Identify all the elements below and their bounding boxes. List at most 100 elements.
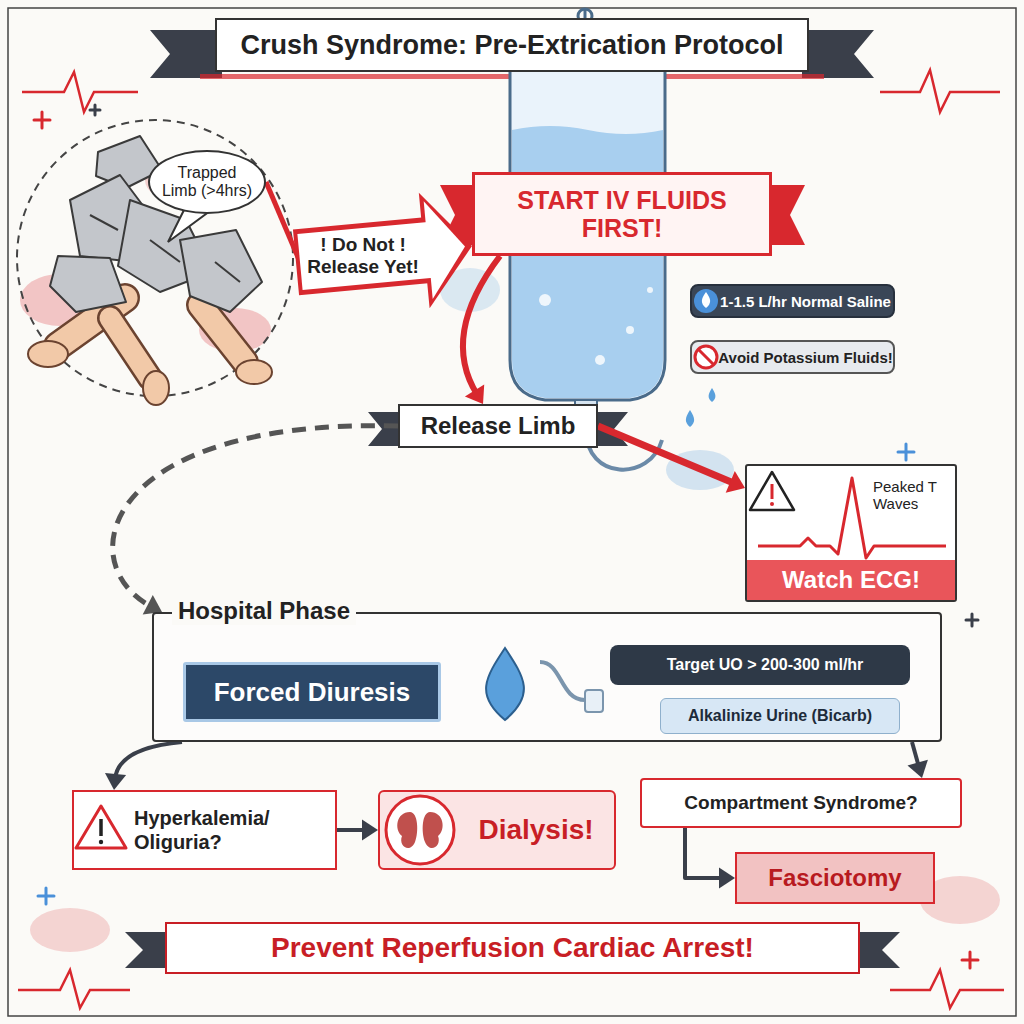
ribbon-tails <box>858 932 900 968</box>
plus-mark <box>90 105 100 115</box>
iv-bag <box>595 355 605 365</box>
connector-line <box>113 426 398 607</box>
page-frame <box>8 8 1016 1016</box>
action-box-text: Dialysis! <box>478 814 593 846</box>
ecg-box-text: Watch ECG! <box>747 560 955 600</box>
trapped-arms <box>110 318 150 378</box>
arrow-head <box>908 760 928 778</box>
title-ribbon <box>150 30 222 78</box>
warning-pill: Avoid Potassium Fluids! <box>690 340 895 374</box>
process-box: Forced Diuresis <box>183 662 441 722</box>
target-pill-text: Target UO > 200-300 ml/hr <box>667 656 864 674</box>
heartbeat-line <box>880 70 1000 112</box>
warning-triangle <box>770 502 774 506</box>
caption-text: Prevent Reperfusion Cardiac Arrest! <box>271 932 754 964</box>
rubble-rocks <box>50 256 126 312</box>
phase-group-text: Hospital Phase <box>172 597 356 625</box>
no-potassium-icon <box>695 346 717 368</box>
rubble-rocks <box>215 262 240 282</box>
warning-triangle <box>99 840 103 844</box>
plus-mark <box>34 112 50 128</box>
arrow-head <box>465 384 484 404</box>
kidney-icon <box>397 812 417 848</box>
ribbon-box-text: Release Limb <box>421 412 576 440</box>
kidney-icon <box>386 796 454 864</box>
trapped-arms <box>28 341 68 367</box>
connector <box>105 742 182 790</box>
heartbeat-line <box>890 970 1004 1008</box>
decision-box-text: Compartment Syndrome? <box>684 792 917 814</box>
no-potassium-icon <box>695 346 717 368</box>
arrow-head <box>719 867 735 888</box>
no-potassium-icon <box>698 349 714 365</box>
plus-mark <box>38 888 54 904</box>
title-banner: Crush Syndrome: Pre-Extrication Protocol <box>215 18 809 72</box>
warning-triangle <box>76 806 126 848</box>
iv-bag <box>539 294 551 306</box>
connector-line <box>463 256 500 395</box>
connector <box>685 828 735 889</box>
action-box-text: Fasciotomy <box>768 864 901 892</box>
connector <box>113 426 398 615</box>
decision-box: Hyperkalemia/ Oliguria? <box>72 790 337 870</box>
ribbon-tails <box>125 932 168 968</box>
info-pill-text: Alkalinize Urine (Bicarb) <box>688 707 872 725</box>
info-pill: 1-1.5 L/hr Normal Saline <box>690 284 895 318</box>
arrow-head <box>105 773 126 790</box>
trapped-arms <box>200 305 245 362</box>
plus-mark <box>962 952 978 968</box>
plus-mark <box>898 444 914 460</box>
arrow-head <box>362 819 378 840</box>
ecg-trace <box>758 478 946 558</box>
phase-group: Hospital PhaseForced DiuresisTarget UO >… <box>152 612 942 742</box>
trapped-arms <box>200 305 245 362</box>
paint-splash <box>30 908 110 952</box>
process-box-text: Forced Diuresis <box>214 677 411 708</box>
caption-banner: Prevent Reperfusion Cardiac Arrest! <box>165 922 860 974</box>
warning-triangle <box>750 472 794 510</box>
decision-box-text: Hyperkalemia/ Oliguria? <box>134 806 329 854</box>
saline-icon <box>694 289 718 313</box>
trapped-arms <box>28 298 272 405</box>
trapped-arms <box>110 318 150 378</box>
speech-bubble: Trapped Limb (>4hrs) <box>148 150 266 214</box>
plus-mark <box>966 614 978 626</box>
arrow-head <box>726 471 745 493</box>
urine-drop-icon <box>486 648 603 720</box>
warning-triangle <box>771 484 774 499</box>
target-pill: Target UO > 200-300 ml/hr <box>610 645 910 685</box>
heartbeat-line <box>18 970 130 1008</box>
title-ribbon <box>802 30 874 78</box>
banner-box-text: START IV FLUIDS FIRST! <box>481 186 763 242</box>
info-pill-text: 1-1.5 L/hr Normal Saline <box>720 293 891 310</box>
decision-box: Compartment Syndrome? <box>640 778 962 828</box>
iv-bag <box>709 388 716 402</box>
iv-bag <box>647 287 653 293</box>
ecg-box-text: Peaked T Waves <box>873 478 949 513</box>
kidney-icon <box>386 796 454 864</box>
saline-icon <box>694 289 718 313</box>
iv-bag <box>686 410 694 427</box>
ecg-box: Peaked T WavesWatch ECG! <box>745 464 957 602</box>
urine-drop-icon <box>585 690 603 712</box>
warning-pill-text: Avoid Potassium Fluids! <box>718 349 892 366</box>
connector-line <box>685 828 724 878</box>
trapped-arms <box>143 371 169 405</box>
rubble-circle <box>17 120 293 396</box>
action-box: Fasciotomy <box>735 852 935 904</box>
rubble-rocks <box>180 230 262 312</box>
urine-drop-icon <box>540 662 585 700</box>
banner-box: START IV FLUIDS FIRST! <box>472 172 772 256</box>
connector <box>908 742 928 778</box>
rubble-rocks <box>90 215 118 230</box>
ribbon-box: Release Limb <box>398 404 598 448</box>
trapped-arms <box>236 360 272 384</box>
warning-triangle <box>99 819 103 836</box>
rubble-rocks <box>150 240 180 262</box>
connector <box>266 182 472 308</box>
ribbon-tails <box>770 185 805 245</box>
speech-bubble-text: Trapped Limb (>4hrs) <box>160 164 254 201</box>
saline-icon <box>702 292 710 308</box>
connector <box>337 819 378 840</box>
